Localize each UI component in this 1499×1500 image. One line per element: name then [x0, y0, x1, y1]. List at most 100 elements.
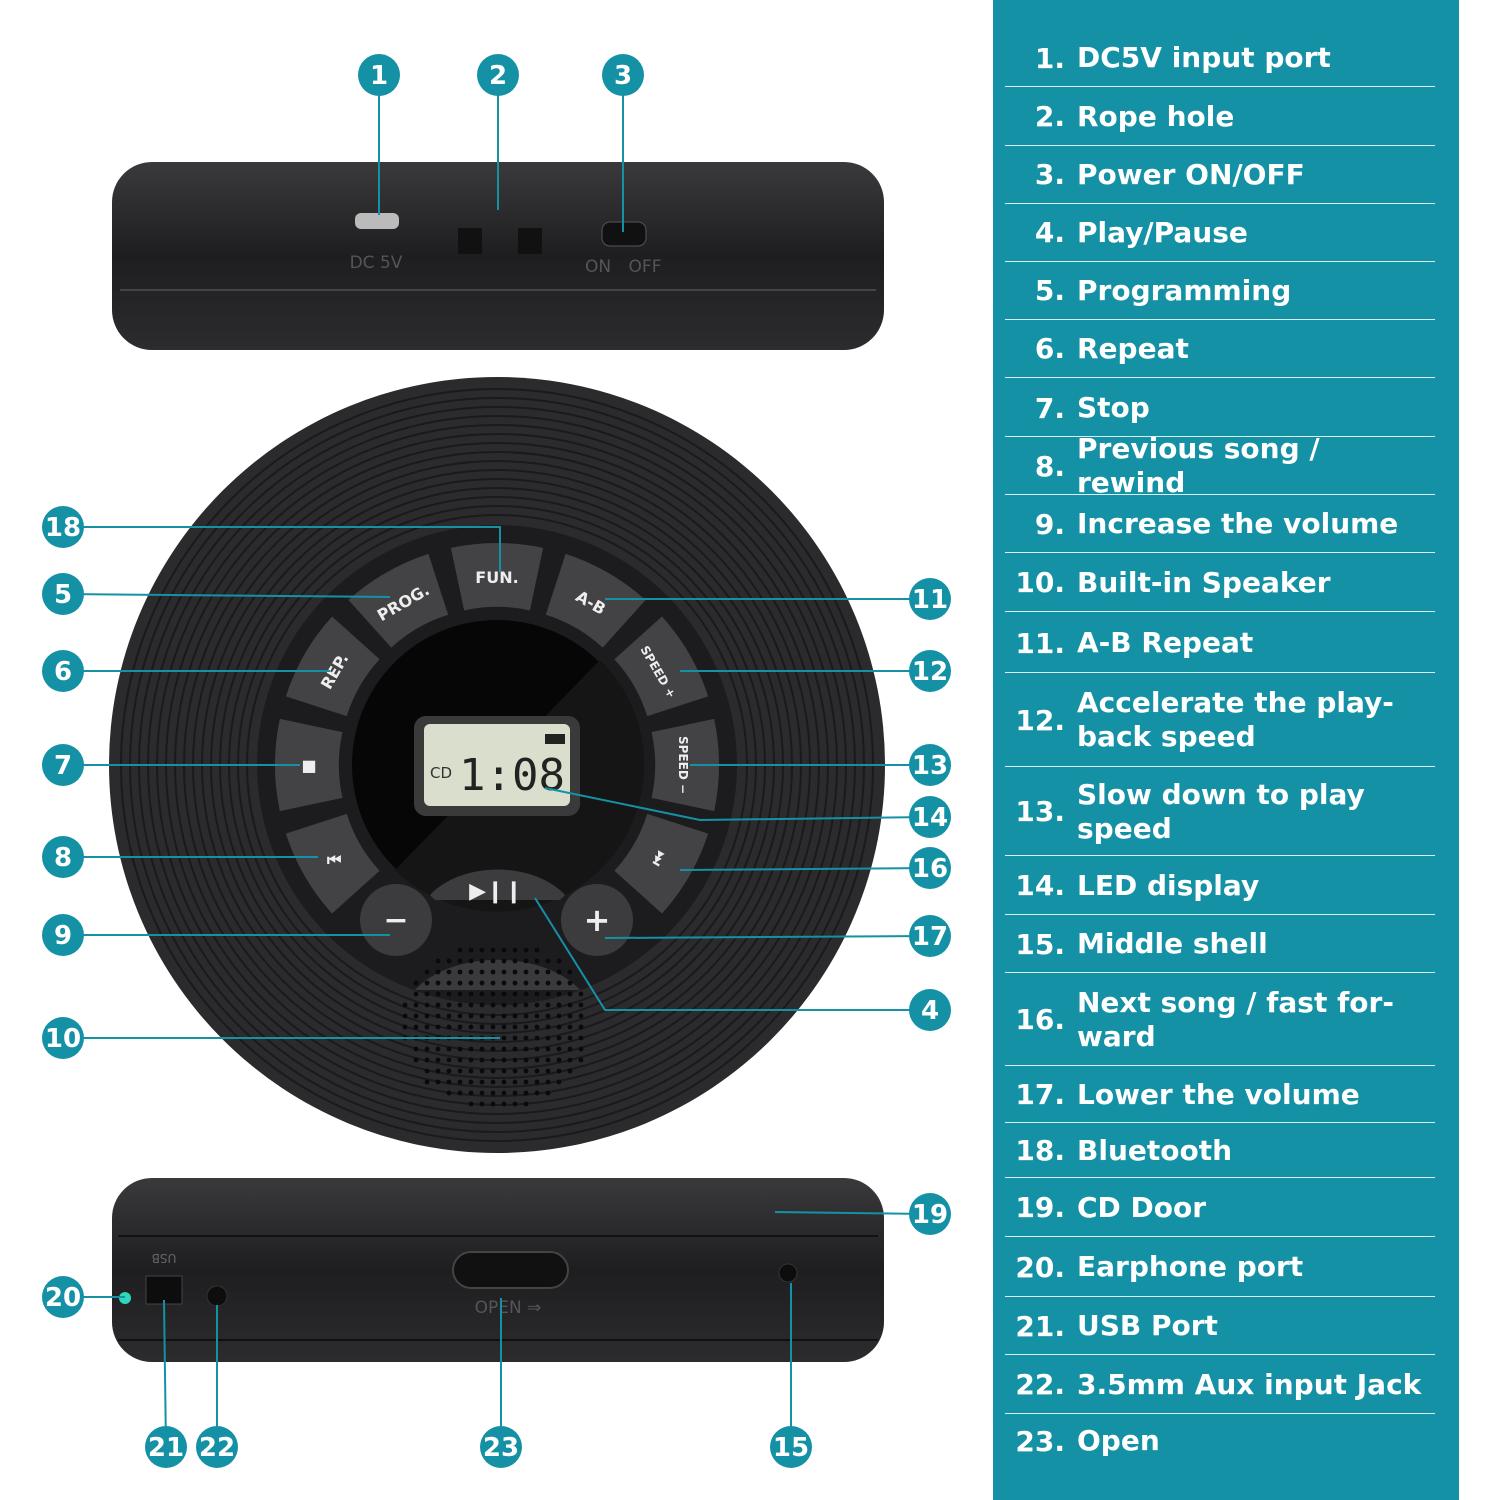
- legend-number: 8.: [1034, 449, 1065, 483]
- dc-port: [355, 213, 399, 229]
- stop-button[interactable]: [275, 718, 343, 812]
- legend-number: 5.: [1034, 274, 1065, 307]
- next-button[interactable]: [614, 813, 709, 914]
- leader-line: [534, 897, 930, 1011]
- repeat-button[interactable]: [285, 616, 380, 717]
- legend-text: USB Port: [1077, 1309, 1218, 1342]
- programming-button[interactable]: [348, 553, 449, 648]
- legend-text: Stop: [1077, 391, 1150, 424]
- legend-item: 4.Play/Pause: [1005, 204, 1435, 262]
- play-pause-icon: ▶❙❙: [469, 879, 523, 904]
- legend-number: 19.: [1015, 1191, 1065, 1224]
- svg-text:5: 5: [54, 580, 72, 610]
- legend-item: 2.Rope hole: [1005, 88, 1435, 146]
- rope-hole: [518, 228, 542, 254]
- legend-text: CD Door: [1077, 1190, 1207, 1224]
- svg-text:18: 18: [45, 513, 81, 543]
- callout-badge: 11: [909, 578, 951, 620]
- svg-text:11: 11: [912, 585, 948, 615]
- legend-item: 11.A-B Repeat: [1005, 614, 1435, 673]
- svg-text:9: 9: [54, 921, 72, 951]
- leader-line: [163, 1299, 167, 1448]
- legend-text: Power ON/OFF: [1077, 157, 1305, 191]
- legend-text: Lower the volume: [1077, 1077, 1360, 1111]
- callout-badge: 10: [42, 1017, 84, 1059]
- off-label: OFF: [629, 257, 662, 277]
- legend-text: Accelerate the play-back speed: [1077, 686, 1394, 753]
- legend-item: 17.Lower the volume: [1005, 1067, 1435, 1123]
- legend-number: 3.: [1034, 158, 1065, 191]
- usb-label: USB: [152, 1251, 177, 1265]
- legend-text: Bluetooth: [1077, 1133, 1233, 1167]
- legend-text: Rope hole: [1077, 99, 1235, 133]
- legend-item: 9.Increase the volume: [1005, 496, 1435, 553]
- svg-text:17: 17: [912, 922, 948, 952]
- svg-text:21: 21: [148, 1433, 184, 1463]
- legend-number: 9.: [1034, 507, 1065, 541]
- legend-text: Built-in Speaker: [1077, 565, 1331, 599]
- dc-label: DC 5V: [350, 253, 403, 273]
- legend-item: 8.Previous song / rewind: [1005, 432, 1435, 499]
- play-pause-button[interactable]: [430, 869, 565, 900]
- top-side-view: DC 5V ON OFF: [112, 162, 884, 350]
- callout-badge: 22: [196, 1426, 238, 1468]
- svg-text:10: 10: [45, 1024, 81, 1054]
- leader-line: [63, 526, 501, 572]
- svg-text:15: 15: [773, 1433, 809, 1463]
- legend-text: LED display: [1077, 868, 1260, 902]
- svg-text:20: 20: [45, 1283, 81, 1313]
- callout-badge: 20: [42, 1276, 84, 1318]
- lcd-mode: CD: [430, 764, 452, 782]
- svg-text:7: 7: [54, 751, 72, 781]
- open-slider[interactable]: [452, 1251, 569, 1289]
- bottom-side-view: USB OPEN ⇒: [112, 1178, 884, 1362]
- lcd-display: [424, 724, 570, 806]
- fun-button[interactable]: [450, 543, 544, 611]
- legend-item: 19. CD Door: [1005, 1179, 1435, 1237]
- leader-line: [62, 593, 391, 598]
- callout-badge: 2: [477, 54, 519, 96]
- previous-button[interactable]: [285, 813, 380, 914]
- callout-badge: 17: [909, 915, 951, 957]
- legend-number: 18.: [1015, 1134, 1065, 1167]
- ab-repeat-button[interactable]: [545, 553, 646, 648]
- legend-item: 20.Earphone port: [1005, 1238, 1435, 1297]
- callout-badge: 13: [909, 744, 951, 786]
- callout-badge: 4: [909, 989, 951, 1031]
- callout-badge: 18: [42, 506, 84, 548]
- legend-number: 12.: [1015, 703, 1065, 737]
- legend-text: Open: [1077, 1424, 1160, 1457]
- speaker-grille: [402, 947, 584, 1107]
- callout-badge: 23: [480, 1426, 522, 1468]
- legend-item: 10.Built-in Speaker: [1005, 554, 1435, 612]
- minus-icon: −: [383, 903, 408, 938]
- legend-item: 21.USB Port: [1005, 1298, 1435, 1355]
- previous-label: ⏮: [327, 850, 341, 869]
- legend-item: 23.Open: [1005, 1415, 1435, 1467]
- legend-number: 15.: [1015, 927, 1065, 961]
- fun-label: FUN.: [475, 568, 518, 587]
- speed-minus-label: SPEED −: [676, 736, 690, 794]
- svg-text:22: 22: [199, 1433, 235, 1463]
- plus-icon: +: [584, 901, 611, 939]
- on-label: ON: [585, 257, 611, 277]
- legend-item: 7. Stop: [1005, 380, 1435, 437]
- battery-icon: [545, 734, 565, 744]
- aux-jack: [206, 1285, 228, 1307]
- svg-text:8: 8: [54, 843, 72, 873]
- legend-number: 6.: [1034, 332, 1065, 365]
- speed-minus-button[interactable]: [651, 718, 719, 812]
- legend-number: 7.: [1034, 391, 1065, 425]
- callout-badge: 9: [42, 914, 84, 956]
- speed-plus-button[interactable]: [614, 616, 709, 717]
- svg-text:3: 3: [614, 61, 632, 91]
- svg-text:16: 16: [912, 854, 948, 884]
- volume-minus-button[interactable]: [360, 884, 432, 956]
- callout-badge: 3: [602, 54, 644, 96]
- legend-number: 22.: [1015, 1368, 1065, 1401]
- svg-text:14: 14: [912, 803, 948, 833]
- legend-item: 13.Slow down to play speed: [1005, 768, 1435, 856]
- callout-badge: 14: [909, 796, 951, 838]
- legend-number: 11.: [1015, 626, 1065, 660]
